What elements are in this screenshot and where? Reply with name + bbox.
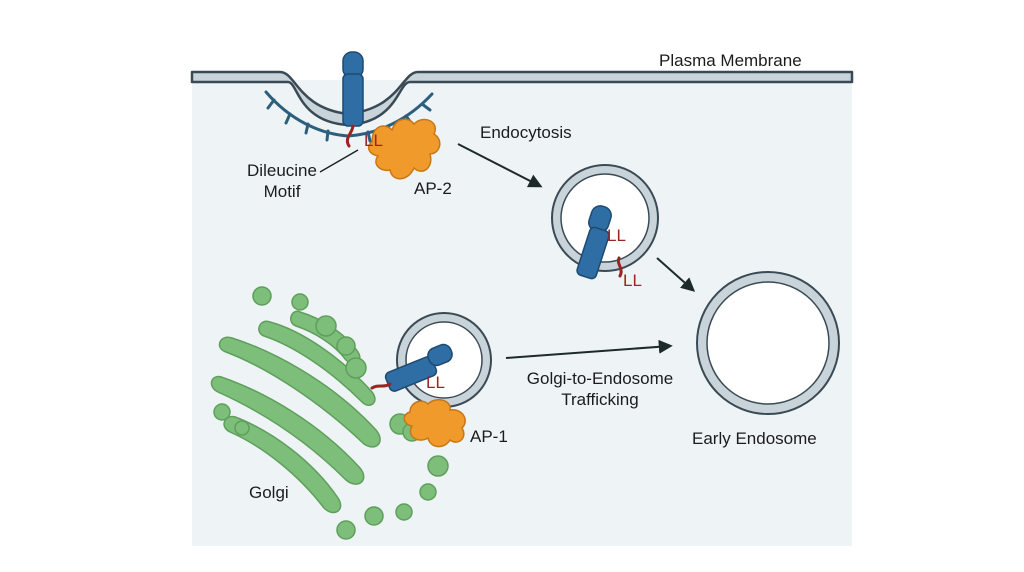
plasma-membrane — [190, 70, 854, 127]
ap2-label: AP-2 — [414, 179, 452, 198]
dileucine-motif-line1: Dileucine — [247, 161, 317, 180]
dileucine-motif-line2: Motif — [263, 182, 301, 201]
golgi-to-endosome-line1: Golgi-to-Endosome — [526, 369, 674, 388]
early-endosome — [696, 271, 840, 415]
vesicle-to-endosome-arrow — [656, 257, 696, 292]
membrane-receptor — [342, 51, 364, 148]
early-endosome-label: Early Endosome — [692, 429, 817, 448]
endocytosis-arrow — [457, 143, 543, 188]
dileucine-pointer — [319, 149, 359, 173]
golgi-vesicle-motif-label: LL — [426, 373, 445, 392]
membrane-motif-label: LL — [364, 131, 383, 150]
golgi-apparatus — [210, 286, 449, 540]
golgi-label: Golgi — [249, 483, 289, 502]
golgi-to-endosome-label: Golgi-to-Endosome Trafficking — [500, 368, 700, 410]
golgi-to-endosome-line2: Trafficking — [561, 390, 639, 409]
golgi-vesicle-receptor — [370, 343, 453, 392]
golgi-to-endosome-arrow — [505, 339, 673, 359]
vesicle-motif-lower-label: LL — [623, 271, 642, 290]
dileucine-motif-label: Dileucine Motif — [236, 160, 328, 202]
vesicle-motif-upper-label: LL — [607, 226, 626, 245]
ap1-label: AP-1 — [470, 427, 508, 446]
plasma-membrane-label: Plasma Membrane — [659, 51, 802, 70]
vesicle-receptor — [576, 205, 623, 280]
endocytosis-label: Endocytosis — [480, 123, 572, 142]
ap1-adaptor — [403, 399, 466, 448]
ap2-adaptor — [367, 118, 441, 180]
